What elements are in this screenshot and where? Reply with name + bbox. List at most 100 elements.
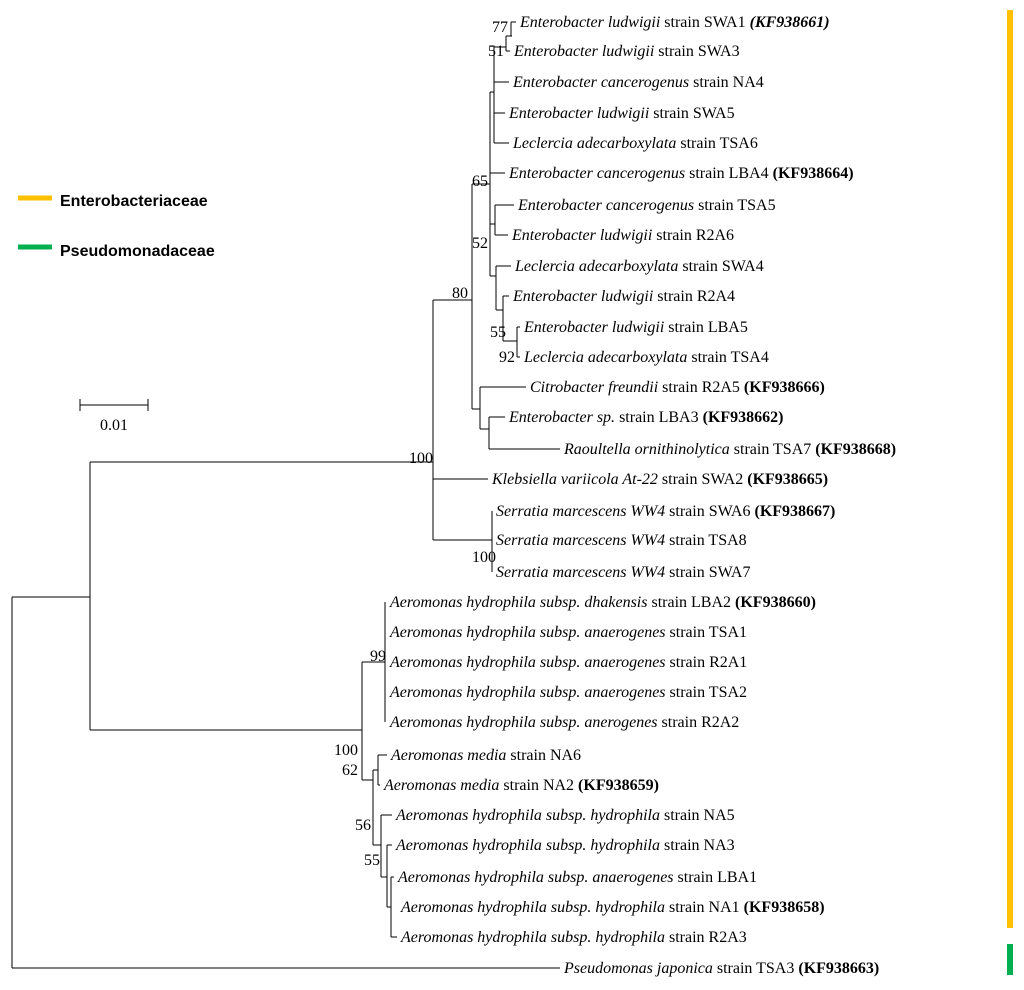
tip-accession: (KF938666) [740, 379, 825, 396]
tip-strain: strain R2A4 [653, 288, 735, 305]
tip-label: Leclercia adecarboxylata strain SWA4 [514, 258, 764, 275]
tip-strain: strain NA6 [506, 747, 581, 764]
tip-label: Leclercia adecarboxylata strain TSA4 [523, 349, 769, 366]
bootstrap-value: 100 [472, 549, 496, 566]
tip-label: Klebsiella variicola At-22 strain SWA2 (… [491, 471, 828, 488]
tip-species: Klebsiella variicola At-22 [491, 471, 658, 488]
bootstrap-value: 55 [364, 852, 380, 869]
bootstrap-value: 99 [370, 648, 386, 665]
tip-strain: strain LBA4 [685, 165, 769, 182]
tip-strain: strain TSA3 [713, 960, 794, 977]
tip-species: Enterobacter ludwigii [523, 319, 664, 336]
tip-accession: (KF938667) [750, 503, 835, 520]
bootstrap-value: 52 [472, 235, 488, 252]
tree-tip-labels: Enterobacter ludwigii strain SWA1 (KF938… [383, 14, 896, 977]
tip-species: Citrobacter freundii [530, 379, 658, 396]
tip-label: Enterobacter ludwigii strain LBA5 [523, 319, 748, 336]
tip-label: Aeromonas media strain NA2 (KF938659) [383, 777, 659, 794]
tip-label: Aeromonas hydrophila subsp. anaerogenes … [389, 684, 747, 701]
tip-strain: strain NA3 [660, 837, 735, 854]
bootstrap-value: 100 [409, 450, 433, 467]
tip-label: Aeromonas hydrophila subsp. hydrophila s… [400, 929, 747, 946]
tip-label: Enterobacter cancerogenus strain NA4 [512, 74, 764, 91]
bootstrap-value: 51 [488, 43, 504, 60]
tip-strain: strain SWA2 [658, 471, 743, 488]
tip-species: Aeromonas media [383, 777, 499, 794]
tip-label: Aeromonas hydrophila subsp. hydrophila s… [395, 807, 735, 824]
tip-strain: strain LBA3 [615, 409, 699, 426]
tip-species: Aeromonas hydrophila subsp. anaerogenes [397, 869, 674, 886]
tip-label: Enterobacter cancerogenus strain TSA5 [517, 197, 776, 214]
tip-species: Aeromonas hydrophila subsp. anerogenes [389, 714, 658, 731]
tip-accession: (KF938658) [740, 899, 825, 916]
tip-label: Aeromonas media strain NA6 [390, 747, 581, 764]
tip-label: Aeromonas hydrophila subsp. anaerogenes … [397, 869, 757, 886]
tip-label: Aeromonas hydrophila subsp. hydrophila s… [400, 899, 825, 916]
tip-label: Leclercia adecarboxylata strain TSA6 [512, 135, 758, 152]
tip-strain: strain TSA4 [687, 349, 768, 366]
tip-label: Enterobacter cancerogenus strain LBA4 (K… [508, 165, 854, 182]
tip-label: Enterobacter ludwigii strain R2A4 [512, 288, 735, 305]
tip-label: Enterobacter ludwigii strain SWA5 [508, 105, 735, 122]
bootstrap-value: 92 [499, 349, 515, 366]
tip-strain: strain SWA1 [660, 14, 745, 31]
tip-label: Aeromonas hydrophila subsp. hydrophila s… [395, 837, 735, 854]
tip-strain: strain TSA1 [666, 624, 747, 641]
bootstrap-value: 77 [492, 19, 508, 36]
tip-strain: strain LBA5 [664, 319, 748, 336]
scale-bar-label: 0.01 [100, 417, 128, 434]
tip-species: Pseudomonas japonica [563, 960, 713, 977]
tip-strain: strain TSA8 [665, 532, 746, 549]
tip-strain: strain R2A2 [658, 714, 740, 731]
tip-species: Leclercia adecarboxylata [523, 349, 687, 366]
tip-label: Aeromonas hydrophila subsp. dhakensis st… [389, 594, 816, 611]
tip-strain: strain SWA7 [665, 564, 750, 581]
legend-label-enterobacteriaceae: Enterobacteriaceae [60, 193, 208, 210]
tip-species: Enterobacter ludwigii [511, 227, 652, 244]
tip-species: Aeromonas hydrophila subsp. anaerogenes [389, 684, 666, 701]
bootstrap-value: 62 [342, 762, 358, 779]
tip-strain: strain NA5 [660, 807, 735, 824]
tip-strain: strain SWA4 [678, 258, 763, 275]
tip-strain: strain SWA6 [665, 503, 750, 520]
tip-species: Aeromonas hydrophila subsp. hydrophila [400, 929, 665, 946]
tip-label: Aeromonas hydrophila subsp. anaerogenes … [389, 654, 747, 671]
tip-label: Citrobacter freundii strain R2A5 (KF9386… [530, 379, 825, 396]
tip-strain: strain TSA2 [666, 684, 747, 701]
tip-accession: (KF938665) [743, 471, 828, 488]
tip-strain: strain R2A6 [652, 227, 734, 244]
legend-label-pseudomonadaceae: Pseudomonadaceae [60, 243, 215, 260]
tip-species: Leclercia adecarboxylata [514, 258, 678, 275]
tip-label: Enterobacter ludwigii strain SWA1 (KF938… [519, 14, 830, 31]
tip-strain: strain LBA2 [647, 594, 731, 611]
tip-strain: strain SWA5 [649, 105, 734, 122]
scale-bar: 0.01 [79, 399, 149, 434]
tip-strain: strain LBA1 [674, 869, 758, 886]
tip-strain: strain SWA3 [654, 43, 739, 60]
tip-species: Enterobacter ludwigii [512, 288, 653, 305]
tip-accession: (KF938663) [794, 960, 879, 977]
tip-species: Aeromonas hydrophila subsp. hydrophila [395, 807, 660, 824]
tip-label: Serratia marcescens WW4 strain TSA8 [496, 532, 747, 549]
tip-accession: (KF938659) [574, 777, 659, 794]
tip-strain: strain R2A3 [665, 929, 747, 946]
tip-strain: strain NA4 [689, 74, 764, 91]
tip-label: Enterobacter ludwigii strain R2A6 [511, 227, 734, 244]
tip-strain: strain NA2 [499, 777, 574, 794]
tip-strain: strain R2A5 [658, 379, 740, 396]
tip-species: Serratia marcescens WW4 [496, 503, 665, 520]
tip-species: Aeromonas hydrophila subsp. hydrophila [400, 899, 665, 916]
tip-strain: strain TSA7 [730, 441, 811, 458]
tip-label: Enterobacter ludwigii strain SWA3 [513, 43, 740, 60]
tip-species: Enterobacter cancerogenus [517, 197, 694, 214]
bootstrap-value: 55 [490, 324, 506, 341]
tip-species: Aeromonas hydrophila subsp. hydrophila [395, 837, 660, 854]
tip-strain: strain TSA6 [676, 135, 757, 152]
tip-label: Enterobacter sp. strain LBA3 (KF938662) [508, 409, 783, 426]
tip-species: Serratia marcescens WW4 [496, 532, 665, 549]
tip-accession: (KF938662) [699, 409, 784, 426]
legend: Enterobacteriaceae Pseudomonadaceae [18, 193, 215, 260]
tip-species: Enterobacter ludwigii [513, 43, 654, 60]
